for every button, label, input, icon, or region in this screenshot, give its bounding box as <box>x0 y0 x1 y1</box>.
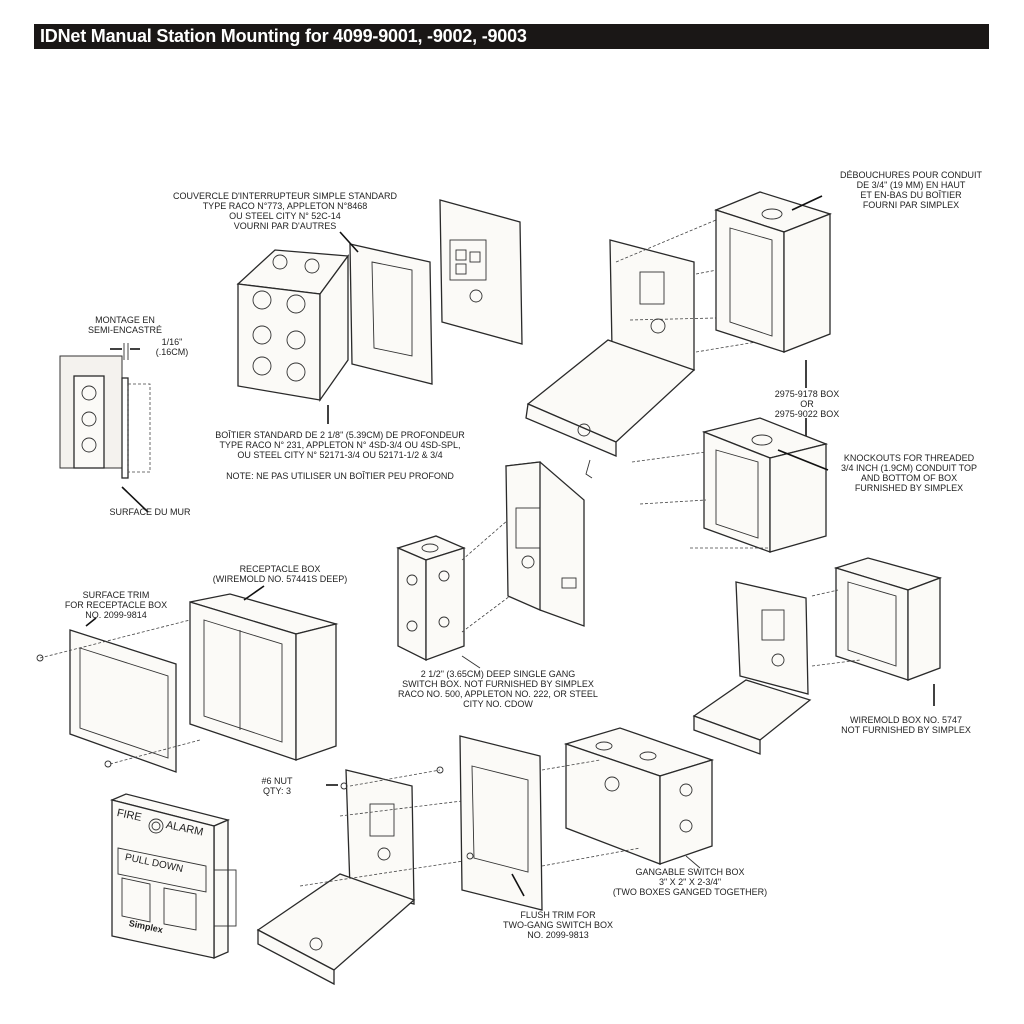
label-standard-box: BOÎTIER STANDARD DE 2 1/8" (5.39cm) DE P… <box>195 430 485 460</box>
label-wiremold-box: WIREMOLD BOX NO. 5747 NOT FURNISHED BY S… <box>826 715 986 735</box>
label-line: OU STEEL CITY N° 52C-14 <box>229 211 341 221</box>
station-bottom <box>256 769 471 986</box>
standard-square-box <box>236 249 350 424</box>
label-line: SURFACE TRIM <box>82 590 150 600</box>
title-bar: IDNet Manual Station Mounting for 4099-9… <box>34 24 989 49</box>
label-cover-plate: COUVERCLE D'INTERRUPTEUR SIMPLE STANDARD… <box>160 191 410 231</box>
receptacle-box <box>189 585 339 761</box>
label-line: DE 3/4" (19 MM) EN HAUT <box>856 180 966 190</box>
label-box-options: 2975-9178 BOX OR 2975-9022 BOX <box>762 389 852 419</box>
station-center <box>505 461 585 627</box>
label-gangable-box: GANGABLE SWITCH BOX 3" x 2" x 2-3/4" (TW… <box>600 867 780 897</box>
label-line: OR <box>800 399 814 409</box>
wiremold-box <box>811 557 943 706</box>
label-line: (.16cm) <box>155 347 189 357</box>
label-line: 1/16" <box>161 337 183 347</box>
label-line: FURNISHED BY SIMPLEX <box>854 483 964 493</box>
label-line: CITY NO. CDOW <box>463 699 533 709</box>
page-title: IDNet Manual Station Mounting for 4099-9… <box>40 26 527 46</box>
label-line: WIREMOLD BOX NO. 5747 <box>849 715 963 725</box>
label-line: RECEPTACLE BOX <box>239 564 321 574</box>
label-line: 2 1/2" (3.65cm) DEEP SINGLE GANG <box>420 669 576 679</box>
label-line: VOURNI PAR D'AUTRES <box>233 221 337 231</box>
label-knockouts-en: KNOCKOUTS FOR THREADED 3/4 INCH (1.9cm) … <box>828 453 990 493</box>
station-right <box>692 581 812 755</box>
label-line: #6 NUT <box>261 776 293 786</box>
cover-plate <box>339 231 433 385</box>
label-line: 2975-9178 BOX <box>774 389 840 399</box>
label-surface-trim: SURFACE TRIM FOR RECEPTACLE BOX NO. 2099… <box>56 590 176 620</box>
label-semi-flush: MONTAGE EN SEMI-ENCASTRÉ <box>80 315 170 335</box>
label-line: NO. 2099-9813 <box>527 930 589 940</box>
label-line: OU STEEL CITY N° 52171-3/4 OU 52171-1/2 … <box>237 450 443 460</box>
label-line: ET EN-BAS DU BOÎTIER <box>860 190 962 200</box>
surface-trim <box>36 617 201 773</box>
label-line: NO. 2099-9814 <box>85 610 147 620</box>
label-line: 2975-9022 BOX <box>774 409 840 419</box>
label-flush-trim: FLUSH TRIM FOR TWO-GANG SWITCH BOX NO. 2… <box>488 910 628 940</box>
label-line: BOÎTIER STANDARD DE 2 1/8" (5.39cm) DE P… <box>215 430 465 440</box>
label-nut: #6 NUT QTY: 3 <box>252 776 302 796</box>
station-top-right <box>525 219 781 479</box>
label-line: COUVERCLE D'INTERRUPTEUR SIMPLE STANDARD <box>172 191 398 201</box>
label-line: SEMI-ENCASTRÉ <box>87 325 162 335</box>
semi-flush-wall-section <box>59 343 151 513</box>
label-line: RACO NO. 500, APPLETON NO. 222, OR STEEL <box>398 689 598 699</box>
label-line: TYPE RACO N° 231, APPLETON N° 4SD-3/4 OU… <box>219 440 461 450</box>
label-line: AND BOTTOM OF BOX <box>860 473 958 483</box>
label-knockouts-fr: DÉBOUCHURES POUR CONDUIT DE 3/4" (19 MM)… <box>826 170 996 210</box>
label-line: GANGABLE SWITCH BOX <box>635 867 745 877</box>
label-receptacle-box: RECEPTACLE BOX (WIREMOLD NO. 57441S DEEP… <box>200 564 360 584</box>
label-line: TWO-GANG SWITCH BOX <box>503 920 613 930</box>
label-note: NOTE: NE PAS UTILISER UN BOÎTIER PEU PRO… <box>195 471 485 481</box>
label-line: QTY: 3 <box>262 786 291 796</box>
back-plate <box>439 199 523 345</box>
surface-box-top <box>714 191 832 442</box>
single-gang-box <box>396 519 511 669</box>
label-line: TYPE RACO N°773, APPLETON N°8468 <box>202 201 368 211</box>
label-line: 3" x 2" x 2-3/4" <box>658 877 722 887</box>
label-line: SWITCH BOX. NOT FURNISHED BY SIMPLEX <box>402 679 594 689</box>
label-line: KNOCKOUTS FOR THREADED <box>843 453 975 463</box>
label-line: NOTE: NE PAS UTILISER UN BOÎTIER PEU PRO… <box>226 471 454 481</box>
label-line: MONTAGE EN <box>95 315 155 325</box>
fire-alarm-station <box>109 793 237 959</box>
label-line: (TWO BOXES GANGED TOGETHER) <box>612 887 768 897</box>
gangable-switch-box <box>541 727 715 869</box>
label-line: (WIREMOLD NO. 57441S DEEP) <box>212 574 348 584</box>
label-gap-dimension: 1/16" (.16cm) <box>150 337 194 357</box>
label-line: FLUSH TRIM FOR <box>520 910 596 920</box>
label-line: FOURNI PAR SIMPLEX <box>862 200 960 210</box>
label-wall-surface: SURFACE DU MUR <box>100 507 200 517</box>
label-single-gang: 2 1/2" (3.65cm) DEEP SINGLE GANG SWITCH … <box>378 669 618 709</box>
label-line: NOT FURNISHED BY SIMPLEX <box>841 725 971 735</box>
label-line: SURFACE DU MUR <box>109 507 191 517</box>
label-line: FOR RECEPTACLE BOX <box>64 600 168 610</box>
surface-box-middle <box>631 417 829 553</box>
flush-trim-plate <box>436 735 543 911</box>
label-line: 3/4 INCH (1.9cm) CONDUIT TOP <box>840 463 978 473</box>
label-line: DÉBOUCHURES POUR CONDUIT <box>839 170 982 180</box>
